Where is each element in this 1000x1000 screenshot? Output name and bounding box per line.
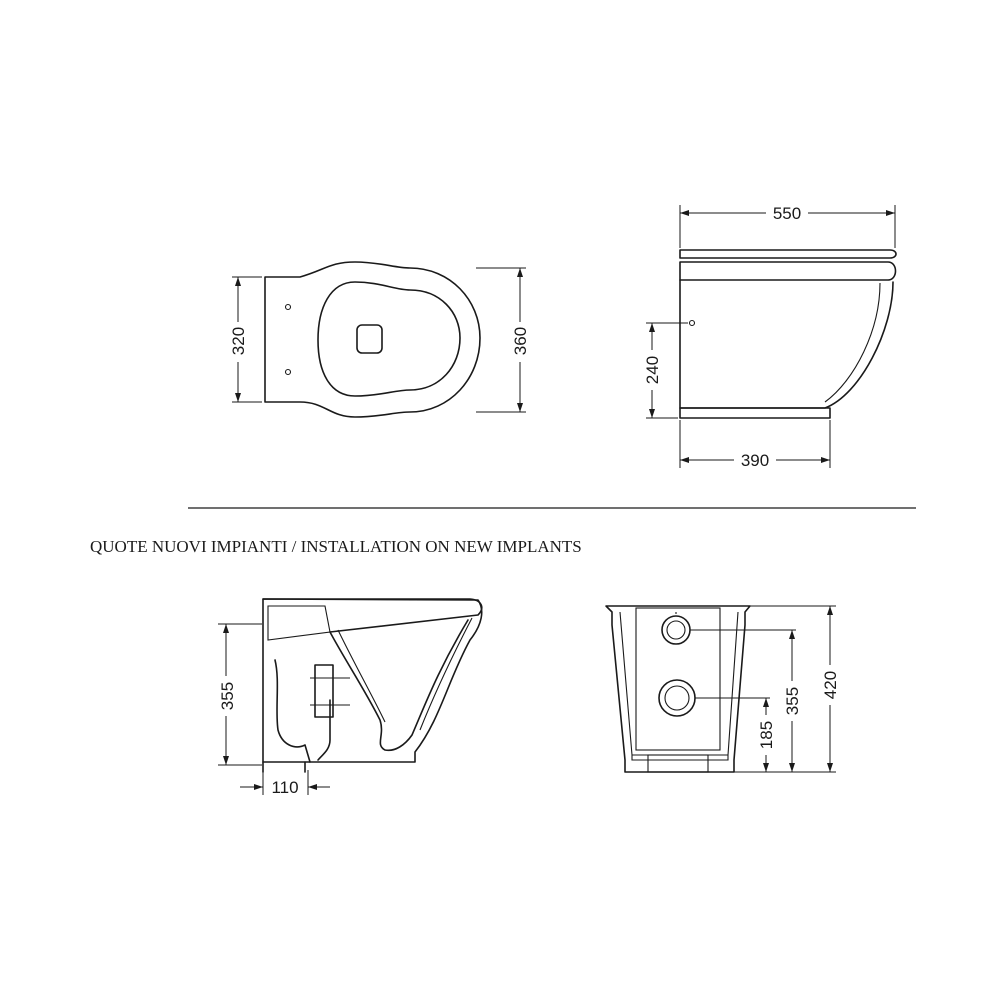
rear-view-upper-hole <box>661 615 691 645</box>
top-view-fixing-hole-lower <box>284 368 292 376</box>
dim-side-view-length: 550 <box>773 204 801 223</box>
side-view-rim <box>679 261 897 281</box>
side-view-inlet <box>688 319 696 327</box>
section-view-rim-inner <box>267 605 331 641</box>
section-view: 355 110 <box>215 598 483 797</box>
dim-rear-total-height: 420 <box>821 671 840 699</box>
side-view-base <box>679 407 831 419</box>
rear-view-foot <box>647 754 709 773</box>
dim-section-height: 355 <box>218 682 237 710</box>
rear-view-lower-hole <box>658 679 696 717</box>
top-view: 320 360 <box>226 261 531 418</box>
dim-rear-lower-hole: 185 <box>757 721 776 749</box>
installation-caption: QUOTE NUOVI IMPIANTI / INSTALLATION ON N… <box>90 537 582 556</box>
dim-section-offset: 110 <box>271 778 298 797</box>
dim-top-view-width: 320 <box>229 327 248 355</box>
side-view-body-inner <box>824 282 881 403</box>
side-view-body <box>679 279 894 409</box>
dim-side-view-inlet-height: 240 <box>643 356 662 384</box>
rear-view: 185 355 420 <box>605 605 841 773</box>
section-view-bowl-inner <box>337 617 473 731</box>
top-view-outline <box>264 261 481 418</box>
rear-view-panel <box>635 607 721 751</box>
top-view-fixing-hole-upper <box>284 303 292 311</box>
dim-top-view-depth: 360 <box>511 327 530 355</box>
top-view-bowl-rim <box>317 281 461 397</box>
section-view-trap <box>274 659 331 763</box>
section-view-outlet-pipe <box>314 664 334 718</box>
dim-rear-upper-hole: 355 <box>783 687 802 715</box>
section-view-bowl <box>329 619 469 752</box>
side-view: 550 240 390 <box>640 203 897 470</box>
dim-side-view-base: 390 <box>741 451 769 470</box>
section-view-rim <box>262 598 483 633</box>
top-view-outlet <box>356 324 383 354</box>
section-view-outer <box>262 598 483 763</box>
section-view-foot <box>262 761 306 773</box>
side-view-seat <box>679 249 897 259</box>
